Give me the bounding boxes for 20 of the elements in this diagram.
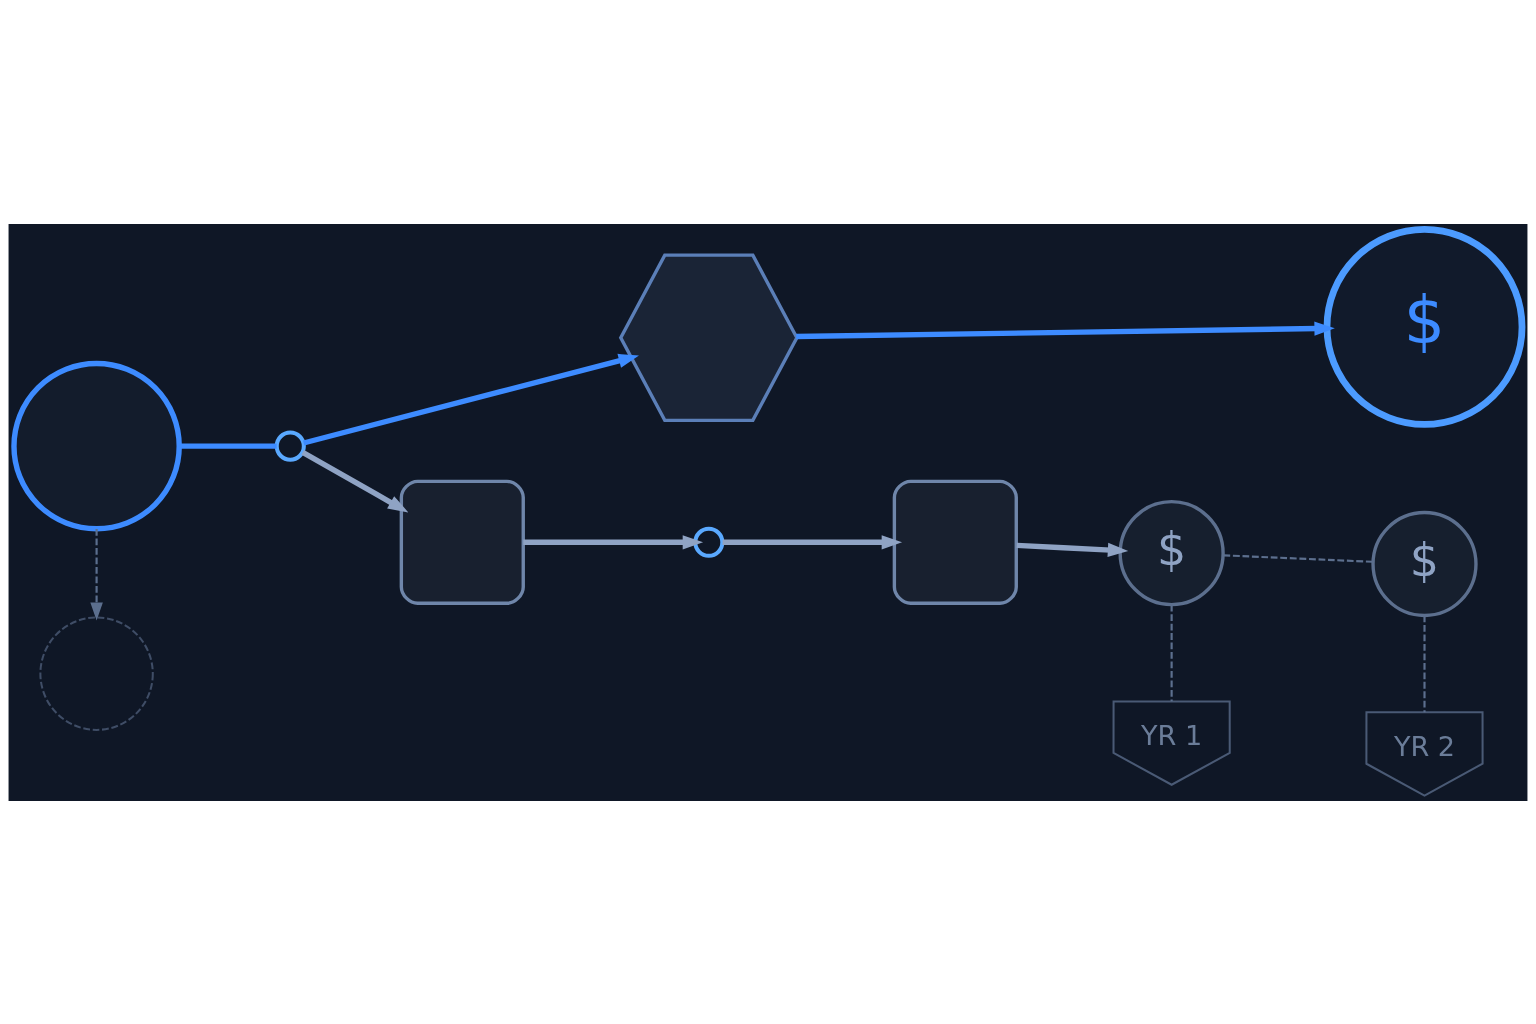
- arrow: [1016, 542, 1129, 557]
- node-circle: $: [1371, 510, 1478, 617]
- arrow: [523, 534, 704, 549]
- connector: [1423, 615, 1426, 712]
- node-circle: [11, 360, 182, 531]
- node-circle: [274, 430, 306, 462]
- connector: [1223, 553, 1374, 563]
- node-box: [892, 479, 1018, 605]
- arrow: [301, 449, 409, 512]
- node-circle: [693, 526, 725, 558]
- node-box: [399, 479, 525, 605]
- arrow: [796, 320, 1335, 339]
- arrow: [90, 528, 103, 621]
- arrow: [722, 534, 903, 549]
- connector: [179, 442, 277, 449]
- node-circle: $: [1323, 225, 1526, 428]
- connector: [1170, 604, 1173, 701]
- node-circle: [39, 615, 154, 731]
- node-circle: $: [1118, 499, 1225, 606]
- arrow: [302, 353, 639, 446]
